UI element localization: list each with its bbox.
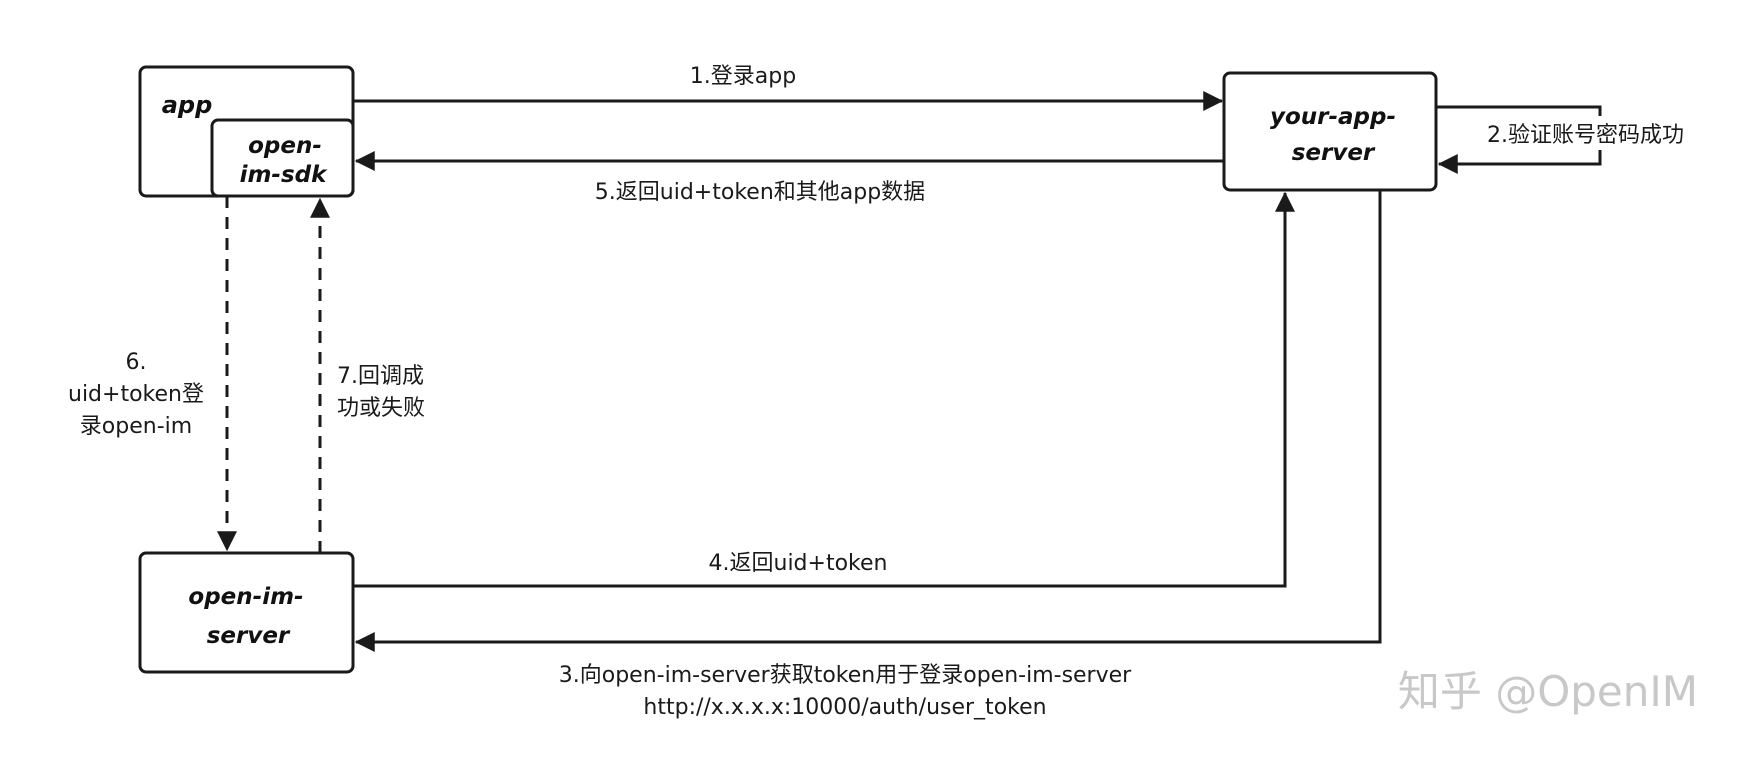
edge-4-label: 4.返回uid+token [709, 551, 888, 576]
open-im-server-node: open-im- server [138, 551, 355, 674]
your-app-server-node: your-app- server [1222, 71, 1438, 192]
edge-6-label-line1: 6. [126, 350, 147, 375]
edge-5-label: 5.返回uid+token和其他app数据 [595, 180, 925, 205]
edge-2-label: 2.验证账号密码成功 [1487, 123, 1684, 148]
open-im-sdk-label-line1: open- [248, 133, 322, 159]
your-app-server-label-line1: your-app- [1270, 104, 1396, 130]
your-app-server-label-line2: server [1292, 140, 1376, 166]
open-im-server-label-line2: server [207, 623, 291, 649]
edge-6-label-line2: uid+token登 [68, 382, 204, 407]
edge-2-label-bg [1480, 116, 1720, 150]
open-im-sdk-label-line2: im-sdk [240, 162, 329, 188]
edge-7-label-line1: 7.回调成 [337, 364, 424, 389]
edge-3-arrow [354, 190, 1382, 652]
watermark: 知乎 @OpenIM [1398, 667, 1698, 716]
edge-3-label-line2: http://x.x.x.x:10000/auth/user_token [643, 695, 1046, 720]
edge-1-label: 1.登录app [690, 64, 796, 89]
app-label: app [162, 91, 213, 119]
edge-4-arrow [353, 191, 1295, 588]
open-im-server-label-line1: open-im- [188, 584, 303, 610]
edge-6-label-line3: 录open-im [80, 414, 192, 439]
open-im-sdk-node: open- im-sdk [210, 118, 355, 198]
edge-3-label-line1: 3.向open-im-server获取token用于登录open-im-serv… [559, 663, 1132, 688]
edge-7-label-line2: 功或失败 [337, 396, 425, 421]
